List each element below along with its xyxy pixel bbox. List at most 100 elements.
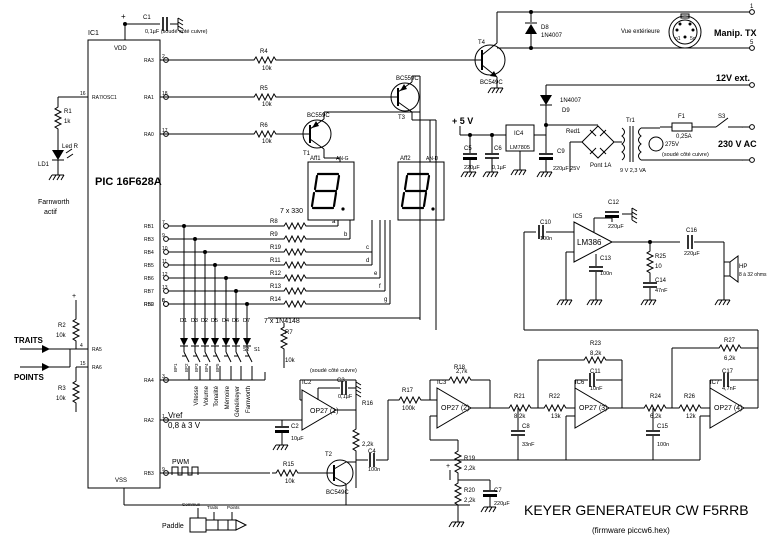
junction	[182, 224, 186, 228]
switch-lever	[194, 351, 201, 363]
ic1-pin-labels: 2RA316RA7/OSC118RA117RA07RB19RB310RB411R…	[80, 54, 169, 477]
diode-ref: D6	[232, 318, 239, 324]
pin-number: 10	[162, 246, 168, 252]
c15-value: 100n	[657, 442, 669, 448]
farnworth-label: Farnworth	[38, 199, 70, 206]
pin-terminal	[163, 223, 169, 229]
plus5v-label: + 5 V	[452, 116, 473, 126]
hp-value: 8 à 32 ohms	[739, 272, 767, 278]
pin-name: RB0	[144, 302, 154, 308]
segment-resistor	[279, 287, 311, 295]
pushbutton-ref: BP4	[204, 363, 209, 372]
pont-label: Pont 1A	[590, 163, 611, 169]
actif-label: actif	[44, 209, 57, 216]
c1-capacitor: + C1 0,1µF (soudé côté cuivre)	[121, 12, 208, 40]
diode-symbol	[201, 338, 209, 346]
r27-ref: R27	[724, 338, 736, 344]
r24-value: 6,2k	[650, 414, 662, 420]
r4-value: 10k	[262, 66, 273, 72]
soude-note-2: (soudé côté cuivre)	[310, 368, 357, 374]
r17-ref: R17	[402, 388, 414, 394]
ic1-vdd: VDD	[114, 46, 127, 52]
pin-number: 18	[162, 91, 168, 97]
ic2-ref: IC2	[302, 380, 312, 386]
pin-name: RA0	[144, 132, 154, 138]
pin-number: 11	[162, 259, 167, 265]
r15-value: 10k	[285, 479, 296, 485]
segment-resistor-ref: R12	[270, 271, 282, 277]
switch-lever	[214, 351, 221, 363]
pushbutton-ref: BP2	[184, 363, 189, 372]
svg-text:o1: o1	[675, 36, 681, 42]
power-supply: 12V ext. 1N4007 D9 IC4 LM7805 + 5 V C5 2…	[452, 73, 757, 178]
r25-ref: R25	[655, 254, 667, 260]
d9-ref: D9	[562, 108, 570, 114]
switch-lever	[246, 351, 253, 363]
segment-resistor	[279, 222, 311, 230]
pin-name: RA2	[144, 418, 154, 424]
pin-name: RA4	[144, 378, 154, 384]
pin-number: 9	[162, 467, 165, 473]
pin-name: RA3	[144, 58, 154, 64]
seven-x-330-label: 7 x 330	[280, 208, 303, 215]
ic5-ref: IC5	[573, 214, 583, 220]
led-ld1-circuit: R1 1k Led R LD1 Farnworth actif	[38, 96, 88, 216]
pin-name: RB3	[144, 471, 154, 477]
op2-label: OP27 (2)	[441, 405, 469, 412]
r4-ref: R4	[260, 49, 268, 55]
tr1-value: 9 V 2,3 VA	[620, 168, 646, 174]
junction	[213, 263, 217, 267]
c16-ref: C16	[686, 228, 698, 234]
diode-ref: D3	[191, 318, 198, 324]
c12-value: 220µF	[608, 224, 624, 230]
c8-ref: C8	[522, 424, 530, 430]
c12-ref: C12	[608, 200, 620, 206]
points-small-label: Points	[227, 505, 240, 510]
pin-number: 13	[162, 285, 168, 291]
r6-value: 10k	[262, 139, 273, 145]
svg-text:5o: 5o	[690, 36, 696, 42]
pin-name: RB2	[144, 302, 154, 308]
r7-resistor: R7 10k 7 x 1N4148	[264, 317, 420, 368]
r18-ref: R18	[454, 365, 466, 371]
soude-note: (soudé côté cuivre)	[662, 152, 709, 158]
pin-number: 15	[80, 361, 86, 367]
segment-letter: d	[366, 258, 369, 264]
ic3-ref: IC3	[437, 380, 447, 386]
ic5-type: LM386	[577, 238, 602, 247]
r3-value: 10k	[56, 396, 67, 402]
lm386-amplifier: LM386 IC5 C10 100n C12 220µF C13 100n R2…	[523, 200, 767, 310]
diode-ref: D1	[180, 318, 187, 324]
c13-value: 100n	[600, 271, 612, 277]
d7x-label: 7 x 1N4148	[264, 318, 300, 325]
pin-name: RA5	[92, 347, 102, 353]
c1-ref: C1	[143, 15, 151, 21]
segment-letter: f	[379, 284, 381, 290]
ic6-ref: IC6	[575, 380, 585, 386]
switch-lever	[235, 351, 242, 363]
c10-value: 100n	[540, 236, 552, 242]
bridge-rectifier: Red1 Pont 1A	[546, 124, 615, 172]
c3-ref: C3	[337, 378, 345, 384]
vref-label: Vref	[168, 411, 183, 420]
t1-ref: T1	[303, 151, 311, 157]
op4-label: OP27 (4)	[714, 405, 742, 412]
ic4-ref: IC4	[514, 131, 524, 137]
diode-symbol	[191, 338, 199, 346]
v12-ext-label: 12V ext.	[716, 73, 750, 83]
diode-symbol	[232, 338, 240, 346]
r1-value: 1k	[64, 119, 71, 125]
junction	[234, 289, 238, 293]
ic4-type: LM7805	[510, 145, 530, 151]
c9-value: 220µF 25V	[553, 166, 580, 172]
segment-letter: g	[384, 297, 387, 303]
switch-lever	[204, 351, 211, 363]
c11-ref: C11	[590, 369, 601, 375]
r27-value: 6,2k	[724, 356, 736, 362]
diode-symbol	[222, 338, 230, 346]
pin-number: 17	[162, 128, 168, 134]
c3-value: 0,1µF	[338, 394, 353, 400]
op3-label: OP27 (3)	[579, 405, 607, 412]
function-label: Farnworth	[246, 386, 252, 413]
r6-ref: R6	[260, 123, 268, 129]
